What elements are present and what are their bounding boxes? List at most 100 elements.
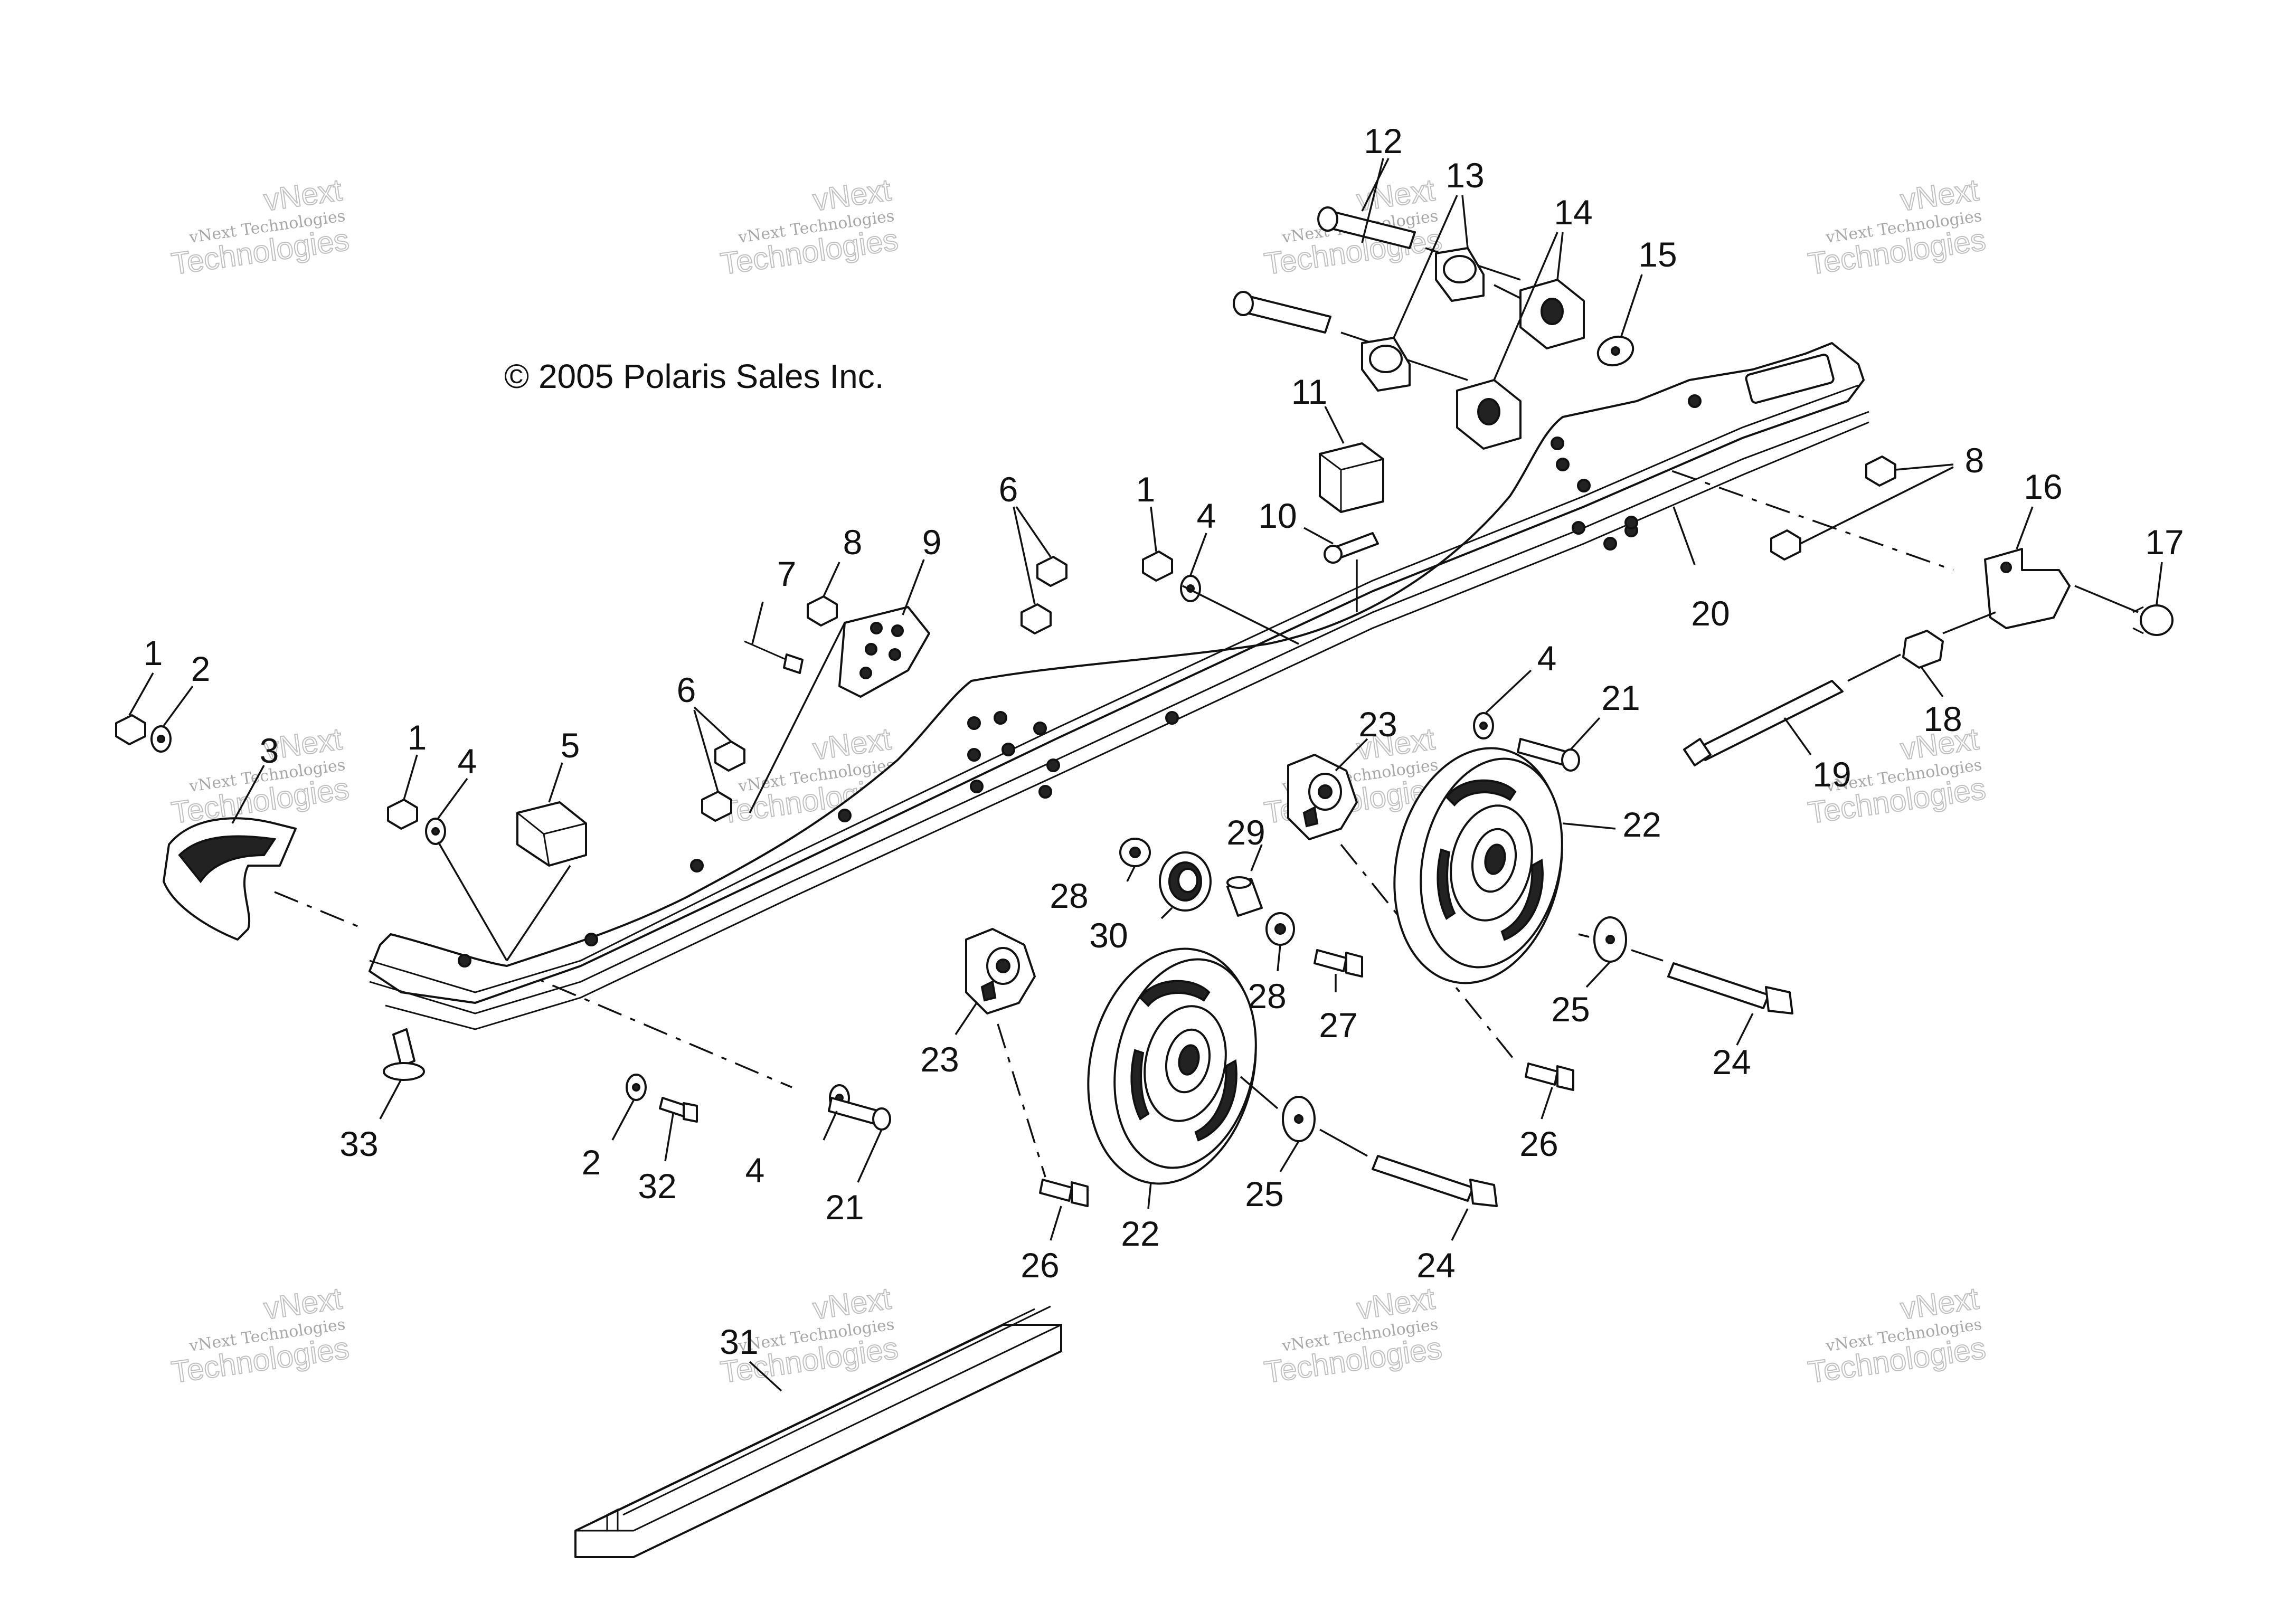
wheel-bracket-23b[interactable] xyxy=(1287,754,1358,840)
washer-4b[interactable] xyxy=(1180,575,1201,602)
leader-line xyxy=(1800,466,1954,545)
nut-1a[interactable] xyxy=(115,714,146,745)
callout-32: 32 xyxy=(638,1166,676,1206)
leader-line xyxy=(823,562,840,597)
block[interactable] xyxy=(516,801,587,867)
wheel-spoke xyxy=(1437,848,1456,920)
nut-1c[interactable] xyxy=(1142,551,1173,582)
pin-7[interactable] xyxy=(744,640,804,674)
callout-24: 24 xyxy=(1416,1246,1455,1285)
callout-4: 4 xyxy=(1537,639,1557,678)
callout-1: 1 xyxy=(1136,470,1156,509)
nut-8a[interactable] xyxy=(807,595,838,627)
axle-bolt-24a[interactable] xyxy=(1667,962,1793,1014)
block-edge xyxy=(517,812,587,866)
leader-line xyxy=(1585,961,1611,988)
nut-6a[interactable] xyxy=(1036,556,1067,587)
spacer-29[interactable] xyxy=(1226,876,1263,917)
rivet-33[interactable] xyxy=(383,1028,425,1081)
washer-25a[interactable] xyxy=(1593,916,1627,963)
leader-line xyxy=(1160,907,1173,919)
washer-25b[interactable] xyxy=(1282,1096,1316,1142)
washer-28b[interactable] xyxy=(1265,912,1295,946)
wheel-bracket-23a[interactable] xyxy=(965,928,1036,1014)
cap-17[interactable] xyxy=(2132,604,2174,636)
leader-line xyxy=(231,765,265,824)
bracket-16[interactable] xyxy=(1984,548,2071,629)
leader-line xyxy=(1485,669,1532,714)
wheel-spoke xyxy=(1194,1059,1237,1142)
washer-4c[interactable] xyxy=(1473,712,1494,739)
bolt-27[interactable] xyxy=(1314,949,1363,978)
rivet-33-shaft xyxy=(392,1028,415,1067)
washer-28a[interactable] xyxy=(1119,838,1151,867)
pin-21a[interactable] xyxy=(1517,738,1580,772)
pin-7-head xyxy=(783,653,804,674)
leader-line xyxy=(823,1111,838,1141)
leader-line xyxy=(1451,1208,1469,1241)
bolt-26a[interactable] xyxy=(1039,1179,1089,1207)
rail-hole xyxy=(970,780,984,793)
callout-23: 23 xyxy=(1358,705,1397,744)
spacer-14b[interactable] xyxy=(1456,379,1522,450)
callout-18: 18 xyxy=(1923,699,1962,738)
ski-tip[interactable] xyxy=(163,817,297,941)
wear-bar[interactable] xyxy=(574,1305,1062,1558)
nut-8b[interactable] xyxy=(1865,456,1896,487)
plate[interactable] xyxy=(838,606,930,698)
bearing-30[interactable] xyxy=(1159,851,1212,912)
wheel-bracket-bore xyxy=(1318,784,1333,799)
idler-wheel-22a[interactable] xyxy=(1067,933,1277,1200)
bolt-26b[interactable] xyxy=(1525,1063,1574,1091)
axle-bolt-24b[interactable] xyxy=(1372,1155,1498,1207)
bolt-32[interactable] xyxy=(659,1097,698,1123)
leader-lines xyxy=(128,158,2163,1392)
leader-line xyxy=(1126,865,1136,882)
washer-hole xyxy=(431,827,440,836)
watermark: vNext Technologies vNext Technologies xyxy=(718,172,901,282)
leader-line xyxy=(1570,717,1601,751)
spacer-14a[interactable] xyxy=(1519,279,1585,349)
leader-line xyxy=(1250,844,1263,871)
axis-line xyxy=(1578,933,1590,938)
nut-8c[interactable] xyxy=(1770,529,1801,561)
wheel-spoke xyxy=(1445,779,1517,807)
bushing-13a[interactable] xyxy=(1435,247,1485,302)
bolt-12a[interactable] xyxy=(1317,206,1416,249)
rail-hole xyxy=(967,716,981,730)
bolt-12b[interactable] xyxy=(1233,291,1331,334)
callout-6: 6 xyxy=(999,470,1018,509)
callout-2: 2 xyxy=(582,1143,601,1182)
nut-6b[interactable] xyxy=(1021,603,1052,634)
nut-18[interactable] xyxy=(1902,630,1944,669)
bolt-12-head xyxy=(1317,206,1338,232)
callout-20: 20 xyxy=(1691,594,1730,633)
ski-tip-stripe xyxy=(178,835,277,884)
bushing-13b[interactable] xyxy=(1361,337,1411,392)
bolt-26-body xyxy=(1525,1063,1558,1086)
bolt-19-head xyxy=(1683,738,1712,766)
washer-hole xyxy=(632,1083,640,1092)
washer-4a[interactable] xyxy=(425,818,446,845)
nut-body xyxy=(714,741,745,772)
callout-9: 9 xyxy=(922,523,942,562)
ski-rail[interactable] xyxy=(369,342,1869,1030)
bolt-10[interactable] xyxy=(1324,532,1379,564)
callout-14: 14 xyxy=(1554,193,1592,232)
rail-hole xyxy=(458,954,471,967)
pin-21b[interactable] xyxy=(828,1097,891,1131)
block-11[interactable] xyxy=(1319,442,1384,513)
spacer-14-bore xyxy=(1541,298,1564,325)
washer-2b[interactable] xyxy=(626,1074,647,1101)
ski-rail-body xyxy=(369,342,1865,1004)
washer-2a[interactable] xyxy=(150,725,172,753)
washer-15[interactable] xyxy=(1594,332,1637,370)
spacer-29-end xyxy=(1226,876,1252,889)
nut-6c[interactable] xyxy=(714,741,745,772)
leader-line xyxy=(751,601,764,644)
bolt-19[interactable] xyxy=(1683,680,1844,766)
rail-hole xyxy=(1001,743,1015,756)
idler-wheel-22b[interactable] xyxy=(1374,733,1583,999)
nut-1b[interactable] xyxy=(387,799,418,830)
